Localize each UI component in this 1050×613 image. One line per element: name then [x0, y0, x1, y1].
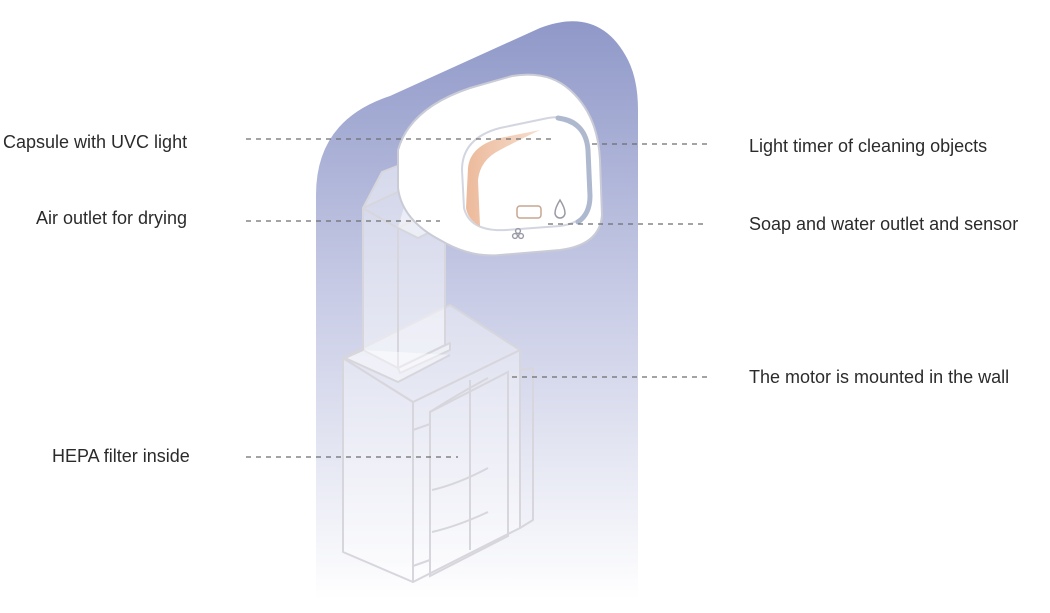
- droplet-icon: [554, 198, 566, 219]
- uvc-capsule: [397, 73, 604, 257]
- label-capsule-uvc: Capsule with UVC light: [3, 132, 188, 152]
- label-motor: The motor is mounted in the wall: [749, 367, 1010, 387]
- label-light-timer: Light timer of cleaning objects: [749, 136, 988, 156]
- label-hepa-filter: HEPA filter inside: [52, 446, 190, 466]
- label-soap-water: Soap and water outlet and sensor: [749, 214, 1019, 234]
- soap-water-outlet: [516, 205, 542, 219]
- fan-icon: [511, 227, 525, 240]
- uvc-light-ring: [555, 115, 593, 225]
- light-timer-strip: [466, 130, 540, 226]
- label-air-outlet: Air outlet for drying: [36, 208, 188, 228]
- hepa-filter: [412, 370, 509, 578]
